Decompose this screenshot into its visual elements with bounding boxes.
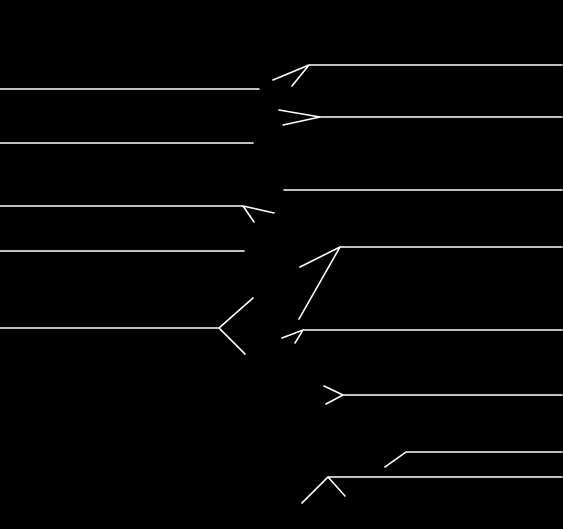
right-branch-4-spur-1 xyxy=(298,246,341,320)
right-branch-1 xyxy=(272,64,563,87)
right-branch-1-spur-1 xyxy=(291,64,310,87)
right-branch-6-stem xyxy=(323,385,563,396)
right-branch-8-spur-1 xyxy=(327,476,346,497)
right-branch-6-spur-1 xyxy=(325,394,344,405)
left-branch-5-stem xyxy=(0,297,254,329)
right-branch-1-stem xyxy=(272,64,563,81)
left-branch-5-spur-1 xyxy=(218,327,246,355)
right-branch-7 xyxy=(384,451,563,468)
right-branch-4 xyxy=(298,246,563,320)
right-branch-4-stem xyxy=(299,246,563,268)
right-branch-2-spur-1 xyxy=(282,116,321,126)
right-branch-8 xyxy=(301,476,563,504)
right-branch-6 xyxy=(323,385,563,405)
left-branch-5 xyxy=(0,297,254,355)
right-branch-5-spur-1 xyxy=(294,329,304,344)
right-branch-2 xyxy=(278,109,563,126)
right-branch-5 xyxy=(281,329,563,344)
left-branch-3 xyxy=(0,205,275,223)
right-branch-8-stem xyxy=(301,476,563,504)
left-branch-3-spur-1 xyxy=(242,205,255,223)
left-branch-3-stem xyxy=(0,205,275,214)
right-branch-2-stem xyxy=(278,109,563,118)
right-branch-5-stem xyxy=(281,329,563,339)
right-branch-7-stem xyxy=(384,451,563,468)
